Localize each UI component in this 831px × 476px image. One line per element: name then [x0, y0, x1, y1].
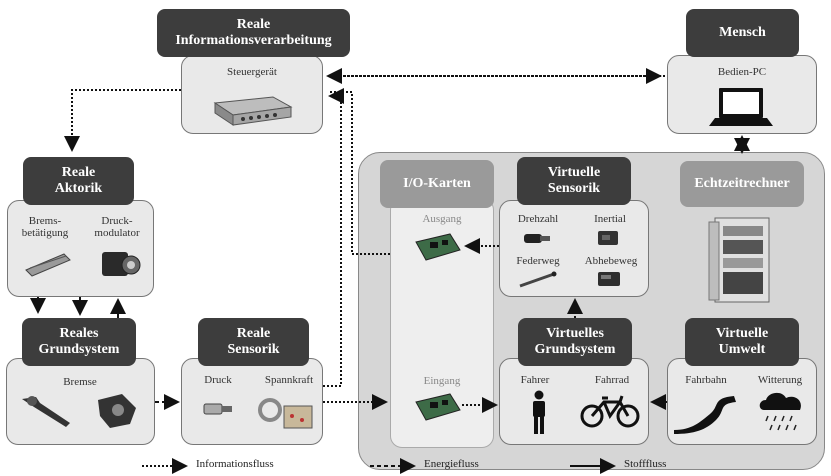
druckmodulator-icon	[98, 248, 142, 280]
fahrbahn-label: Fahrbahn	[685, 374, 727, 386]
fahrbahn-icon	[672, 392, 738, 434]
virt-grundsystem-title: Virtuelles Grundsystem	[518, 318, 632, 366]
bremsbetaetigung-icon	[24, 250, 72, 278]
virt-umwelt-title: Virtuelle Umwelt	[685, 318, 799, 366]
ausgang-card-icon	[414, 232, 462, 262]
aktorik-box	[7, 200, 154, 297]
sensorik-title: Reale Sensorik	[198, 318, 309, 366]
abhebeweg-icon	[594, 268, 624, 290]
witterung-icon	[756, 388, 810, 436]
mensch-title: Mensch	[686, 9, 799, 57]
legend-stofffluss: Stofffluss	[624, 458, 667, 470]
informationsverarbeitung-title: Reale Informationsverarbeitung	[157, 9, 350, 57]
io-karten-title: I/O-Karten	[380, 160, 494, 208]
info-steuergeraet-to-aktorik	[64, 89, 181, 152]
eingang-label: Eingang	[423, 375, 461, 387]
druckmodulator-label: Druck- modulator	[94, 215, 140, 239]
laptop-icon	[709, 86, 773, 128]
sensorik-box	[181, 358, 323, 445]
druck-label: Druck	[204, 374, 232, 386]
spannkraft-label: Spannkraft	[264, 374, 314, 386]
bedien-pc-label: Bedien-PC	[717, 66, 767, 78]
info-io-to-steuergeraet	[330, 91, 390, 255]
witterung-label: Witterung	[757, 374, 803, 386]
virt-sensorik-title: Virtuelle Sensorik	[517, 157, 631, 205]
bremsbetaetigung-label: Brems- betätigung	[21, 215, 69, 239]
grundsystem-title: Reales Grundsystem	[22, 318, 136, 366]
fahrrad-icon	[580, 392, 640, 428]
aktorik-title: Reale Aktorik	[23, 157, 134, 205]
virt-grundsystem-box	[499, 358, 649, 445]
inertial-icon	[594, 228, 624, 248]
spannkraftsensor-icon	[256, 396, 318, 436]
federweg-label: Federweg	[516, 255, 560, 267]
echtzeitrechner-title: Echtzeitrechner	[680, 161, 804, 207]
steuergeraet-icon	[209, 93, 295, 127]
fahrer-icon	[528, 390, 550, 436]
inertial-label: Inertial	[594, 213, 626, 225]
echtzeitrechner-icon	[707, 214, 775, 304]
federweg-icon	[518, 270, 558, 290]
drehzahl-icon	[522, 228, 552, 248]
bremse-label: Bremse	[63, 376, 97, 388]
info-sensorik-to-steuergeraet	[323, 88, 344, 387]
bremshebel-icon	[18, 393, 76, 429]
bremssattel-icon	[92, 390, 142, 432]
legend-informationsfluss: Informationsfluss	[196, 458, 274, 470]
steuergeraet-label: Steuergerät	[227, 66, 277, 78]
fahrrad-label: Fahrrad	[594, 374, 630, 386]
drucksensor-icon	[202, 396, 236, 420]
ausgang-label: Ausgang	[422, 213, 462, 225]
eingang-card-icon	[414, 392, 462, 422]
fahrer-label: Fahrer	[520, 374, 550, 386]
abhebeweg-label: Abhebeweg	[584, 255, 638, 267]
drehzahl-label: Drehzahl	[517, 213, 559, 225]
informationsverarbeitung-box	[181, 55, 323, 134]
legend-energiefluss: Energiefluss	[424, 458, 479, 470]
